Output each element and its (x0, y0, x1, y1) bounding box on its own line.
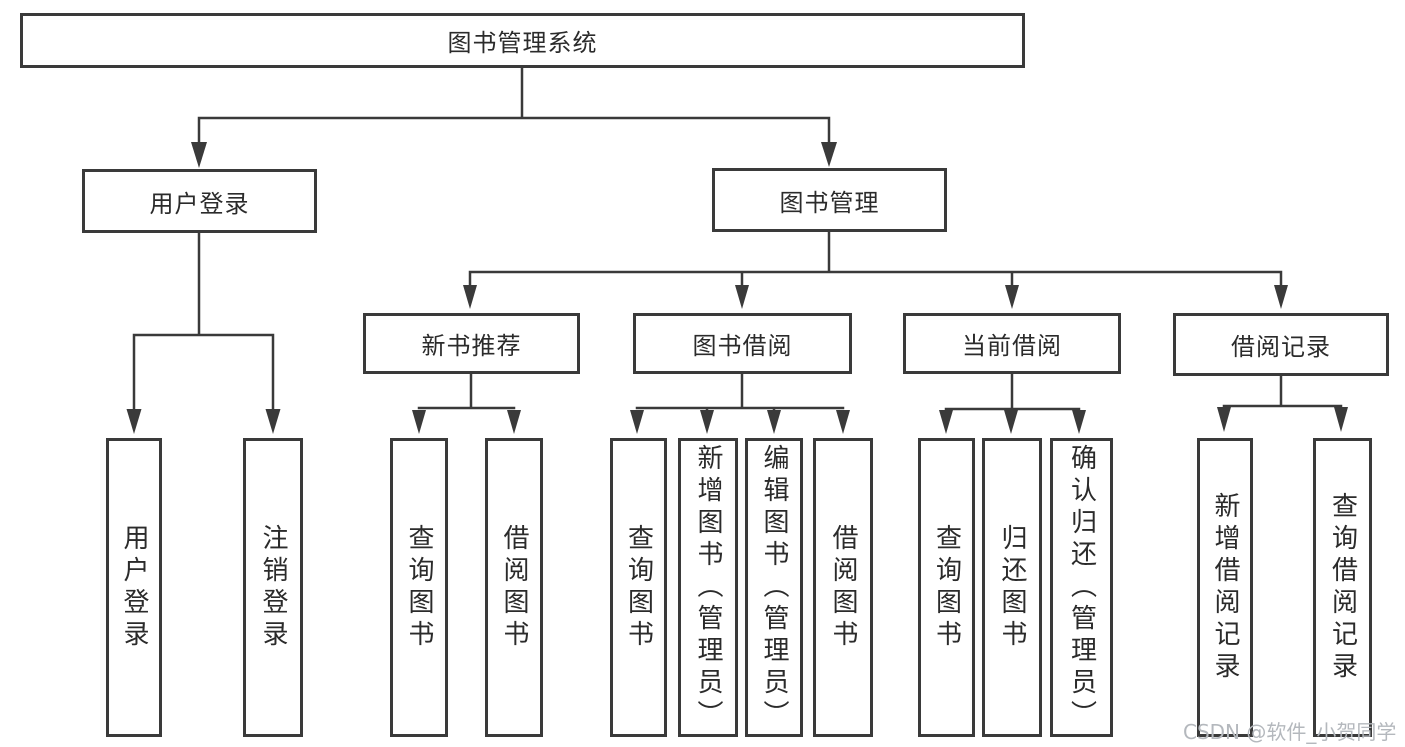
arrowhead-icon (700, 410, 714, 434)
newbookrec-to-leaves-lines (417, 372, 516, 410)
root-to-level2-lines (197, 66, 831, 146)
leaf-bb-add-label: 新增图书（管理员） (693, 443, 723, 732)
borrowrecords-to-leaves-lines (1222, 374, 1343, 408)
arrowhead-icon (836, 410, 850, 434)
connector-lines (132, 66, 1343, 413)
arrowhead-icon (412, 410, 426, 434)
csdn-watermark: CSDN @软件_小贺同学 (1183, 720, 1397, 744)
leaf-bb-borrow-label: 借阅图书 (828, 523, 858, 652)
arrowhead-icon (939, 410, 953, 434)
bookmgmt-to-level3-lines (468, 230, 1283, 288)
arrowhead-icon (1274, 285, 1288, 309)
leaf-bb-borrow: 借阅图书 (813, 438, 873, 737)
leaf-cb-return-label: 归还图书 (997, 523, 1027, 652)
leaf-rec-query: 查询图书 (390, 438, 448, 737)
leaf-br-add-label: 新增借阅记录 (1210, 491, 1240, 684)
leaf-bb-query-label: 查询图书 (623, 523, 654, 652)
leaf-login: 用户登录 (106, 438, 162, 737)
arrowhead-icon (1217, 407, 1231, 432)
arrowhead-icon (507, 410, 521, 434)
leaf-bb-edit: 编辑图书（管理员） (745, 438, 803, 737)
node-current-borrow-label: 当前借阅 (962, 332, 1062, 360)
arrowhead-icon (265, 409, 281, 434)
arrowhead-icon (1072, 410, 1086, 434)
arrowhead-icon (735, 285, 749, 309)
node-user-login-label: 用户登录 (149, 189, 250, 218)
leaf-br-query: 查询借阅记录 (1313, 438, 1372, 737)
node-user-login: 用户登录 (82, 169, 317, 233)
arrowhead-icon (767, 410, 781, 434)
node-book-borrow: 图书借阅 (633, 313, 852, 374)
arrowhead-icon (1004, 410, 1018, 434)
leaf-bb-query: 查询图书 (610, 438, 667, 737)
arrowhead-icon (1334, 407, 1348, 432)
currentborrow-to-leaves-lines (944, 372, 1081, 413)
leaf-rec-borrow: 借阅图书 (485, 438, 543, 737)
node-borrow-records: 借阅记录 (1173, 313, 1389, 376)
leaf-rec-borrow-label: 借阅图书 (499, 523, 529, 652)
node-root-label: 图书管理系统 (447, 29, 598, 57)
leaf-bb-edit-label: 编辑图书（管理员） (759, 443, 789, 732)
leaf-rec-query-label: 查询图书 (404, 523, 434, 652)
arrowhead-icon (126, 409, 142, 434)
leaf-login-label: 用户登录 (119, 523, 149, 652)
arrowhead-icon (1005, 285, 1019, 309)
node-new-book-rec: 新书推荐 (363, 313, 580, 374)
arrow-heads (126, 142, 1348, 434)
node-borrow-records-label: 借阅记录 (1231, 333, 1331, 361)
leaf-cb-query: 查询图书 (918, 438, 975, 737)
node-book-borrow-label: 图书借阅 (692, 332, 793, 360)
node-new-book-rec-label: 新书推荐 (421, 332, 522, 360)
leaf-logout-label: 注销登录 (258, 523, 288, 652)
arrowhead-icon (630, 410, 644, 434)
leaf-cb-confirm-label: 确认归还（管理员） (1066, 443, 1097, 732)
leaf-br-query-label: 查询借阅记录 (1327, 491, 1358, 684)
leaf-bb-add: 新增图书（管理员） (678, 438, 738, 737)
node-current-borrow: 当前借阅 (903, 313, 1121, 374)
userlogin-to-leaves-lines (132, 231, 275, 412)
arrowhead-icon (191, 142, 207, 168)
leaf-cb-query-label: 查询图书 (931, 523, 962, 652)
leaf-logout: 注销登录 (243, 438, 303, 737)
leaf-br-add: 新增借阅记录 (1197, 438, 1253, 737)
node-book-mgmt: 图书管理 (712, 168, 947, 232)
bookborrow-to-leaves-lines (635, 372, 845, 413)
arrowhead-icon (821, 142, 837, 167)
leaf-cb-confirm: 确认归还（管理员） (1050, 438, 1113, 737)
node-book-mgmt-label: 图书管理 (779, 188, 880, 217)
node-root: 图书管理系统 (20, 13, 1025, 68)
leaf-cb-return: 归还图书 (982, 438, 1042, 737)
arrowhead-icon (463, 285, 477, 309)
